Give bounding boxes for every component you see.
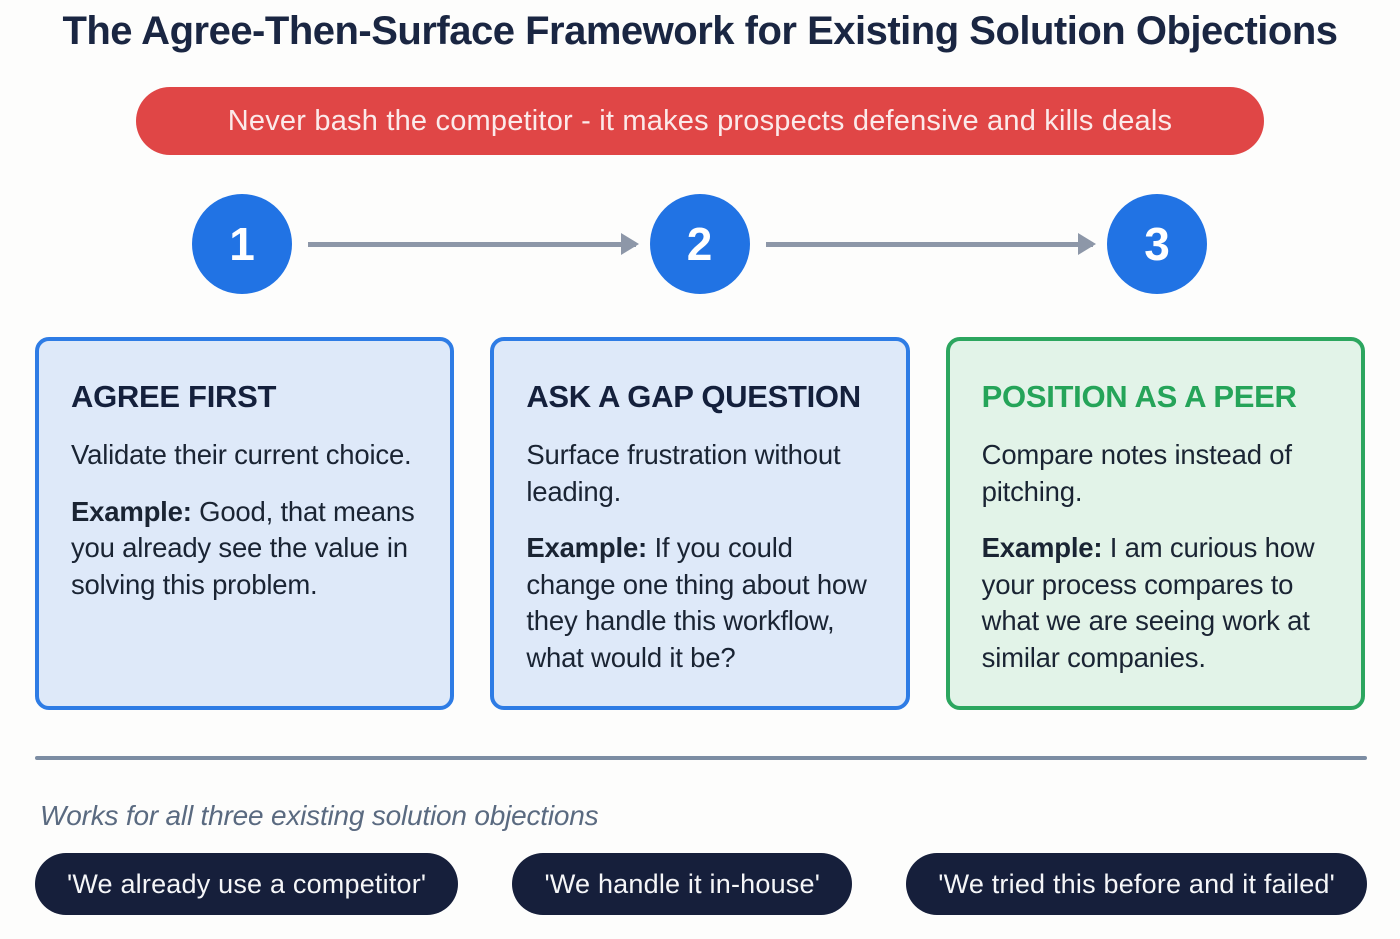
example-text: I am curious how your process compares t…	[981, 532, 1315, 673]
step-circle-2: 2	[649, 194, 750, 294]
arrow-right-icon	[308, 241, 636, 247]
step-circle-1: 1	[192, 194, 292, 294]
card-description: Validate their current choice.	[71, 439, 412, 470]
objection-pills-row: 'We already use a competitor' 'We handle…	[35, 853, 1367, 916]
example-text: Good, that means you already see the val…	[71, 495, 415, 600]
example-label: Example:	[526, 532, 648, 564]
card-title: POSITION AS A PEER	[981, 379, 1297, 414]
warning-banner: Never bash the competitor - it makes pro…	[136, 87, 1264, 155]
example-label: Example:	[71, 495, 192, 527]
objection-pill-in-house: 'We handle it in-house'	[512, 853, 853, 916]
objection-pill-text: 'We already use a competitor'	[67, 868, 427, 899]
page-title: The Agree-Then-Surface Framework for Exi…	[62, 9, 1338, 53]
card-title: AGREE FIRST	[71, 379, 277, 414]
warning-banner-text: Never bash the competitor - it makes pro…	[227, 104, 1173, 137]
step-circle-3: 3	[1107, 194, 1207, 294]
arrow-right-icon	[765, 241, 1093, 247]
infographic-page: The Agree-Then-Surface Framework for Exi…	[0, 9, 1400, 939]
objection-pill-text: 'We tried this before and it failed'	[938, 868, 1335, 899]
card-description: Compare notes instead of pitching.	[981, 439, 1292, 507]
step-card-agree-first: AGREE FIRST Validate their current choic…	[35, 337, 455, 711]
card-description: Surface frustration without leading.	[526, 439, 841, 507]
objection-pill-competitor: 'We already use a competitor'	[35, 853, 459, 916]
example-text: If you could change one thing about how …	[526, 532, 867, 673]
example-label: Example:	[981, 532, 1103, 564]
divider	[35, 756, 1367, 761]
card-example: Example: I am curious how your process c…	[982, 530, 1331, 676]
step-card-ask-gap-question: ASK A GAP QUESTION Surface frustration w…	[490, 337, 910, 711]
card-title: ASK A GAP QUESTION	[526, 379, 861, 414]
step-number: 2	[686, 218, 713, 270]
step-card-position-as-peer: POSITION AS A PEER Compare notes instead…	[945, 337, 1365, 711]
cards-row: AGREE FIRST Validate their current choic…	[35, 337, 1365, 711]
card-example: Example: Good, that means you already se…	[71, 494, 420, 604]
step-number: 3	[1144, 218, 1170, 270]
card-example: Example: If you could change one thing a…	[526, 530, 875, 676]
objection-pill-tried-failed: 'We tried this before and it failed'	[906, 853, 1367, 916]
step-number: 1	[229, 218, 255, 270]
objection-pill-text: 'We handle it in-house'	[544, 868, 821, 899]
footer-note: Works for all three existing solution ob…	[40, 800, 599, 832]
steps-row: 1 2 3	[192, 194, 1207, 294]
